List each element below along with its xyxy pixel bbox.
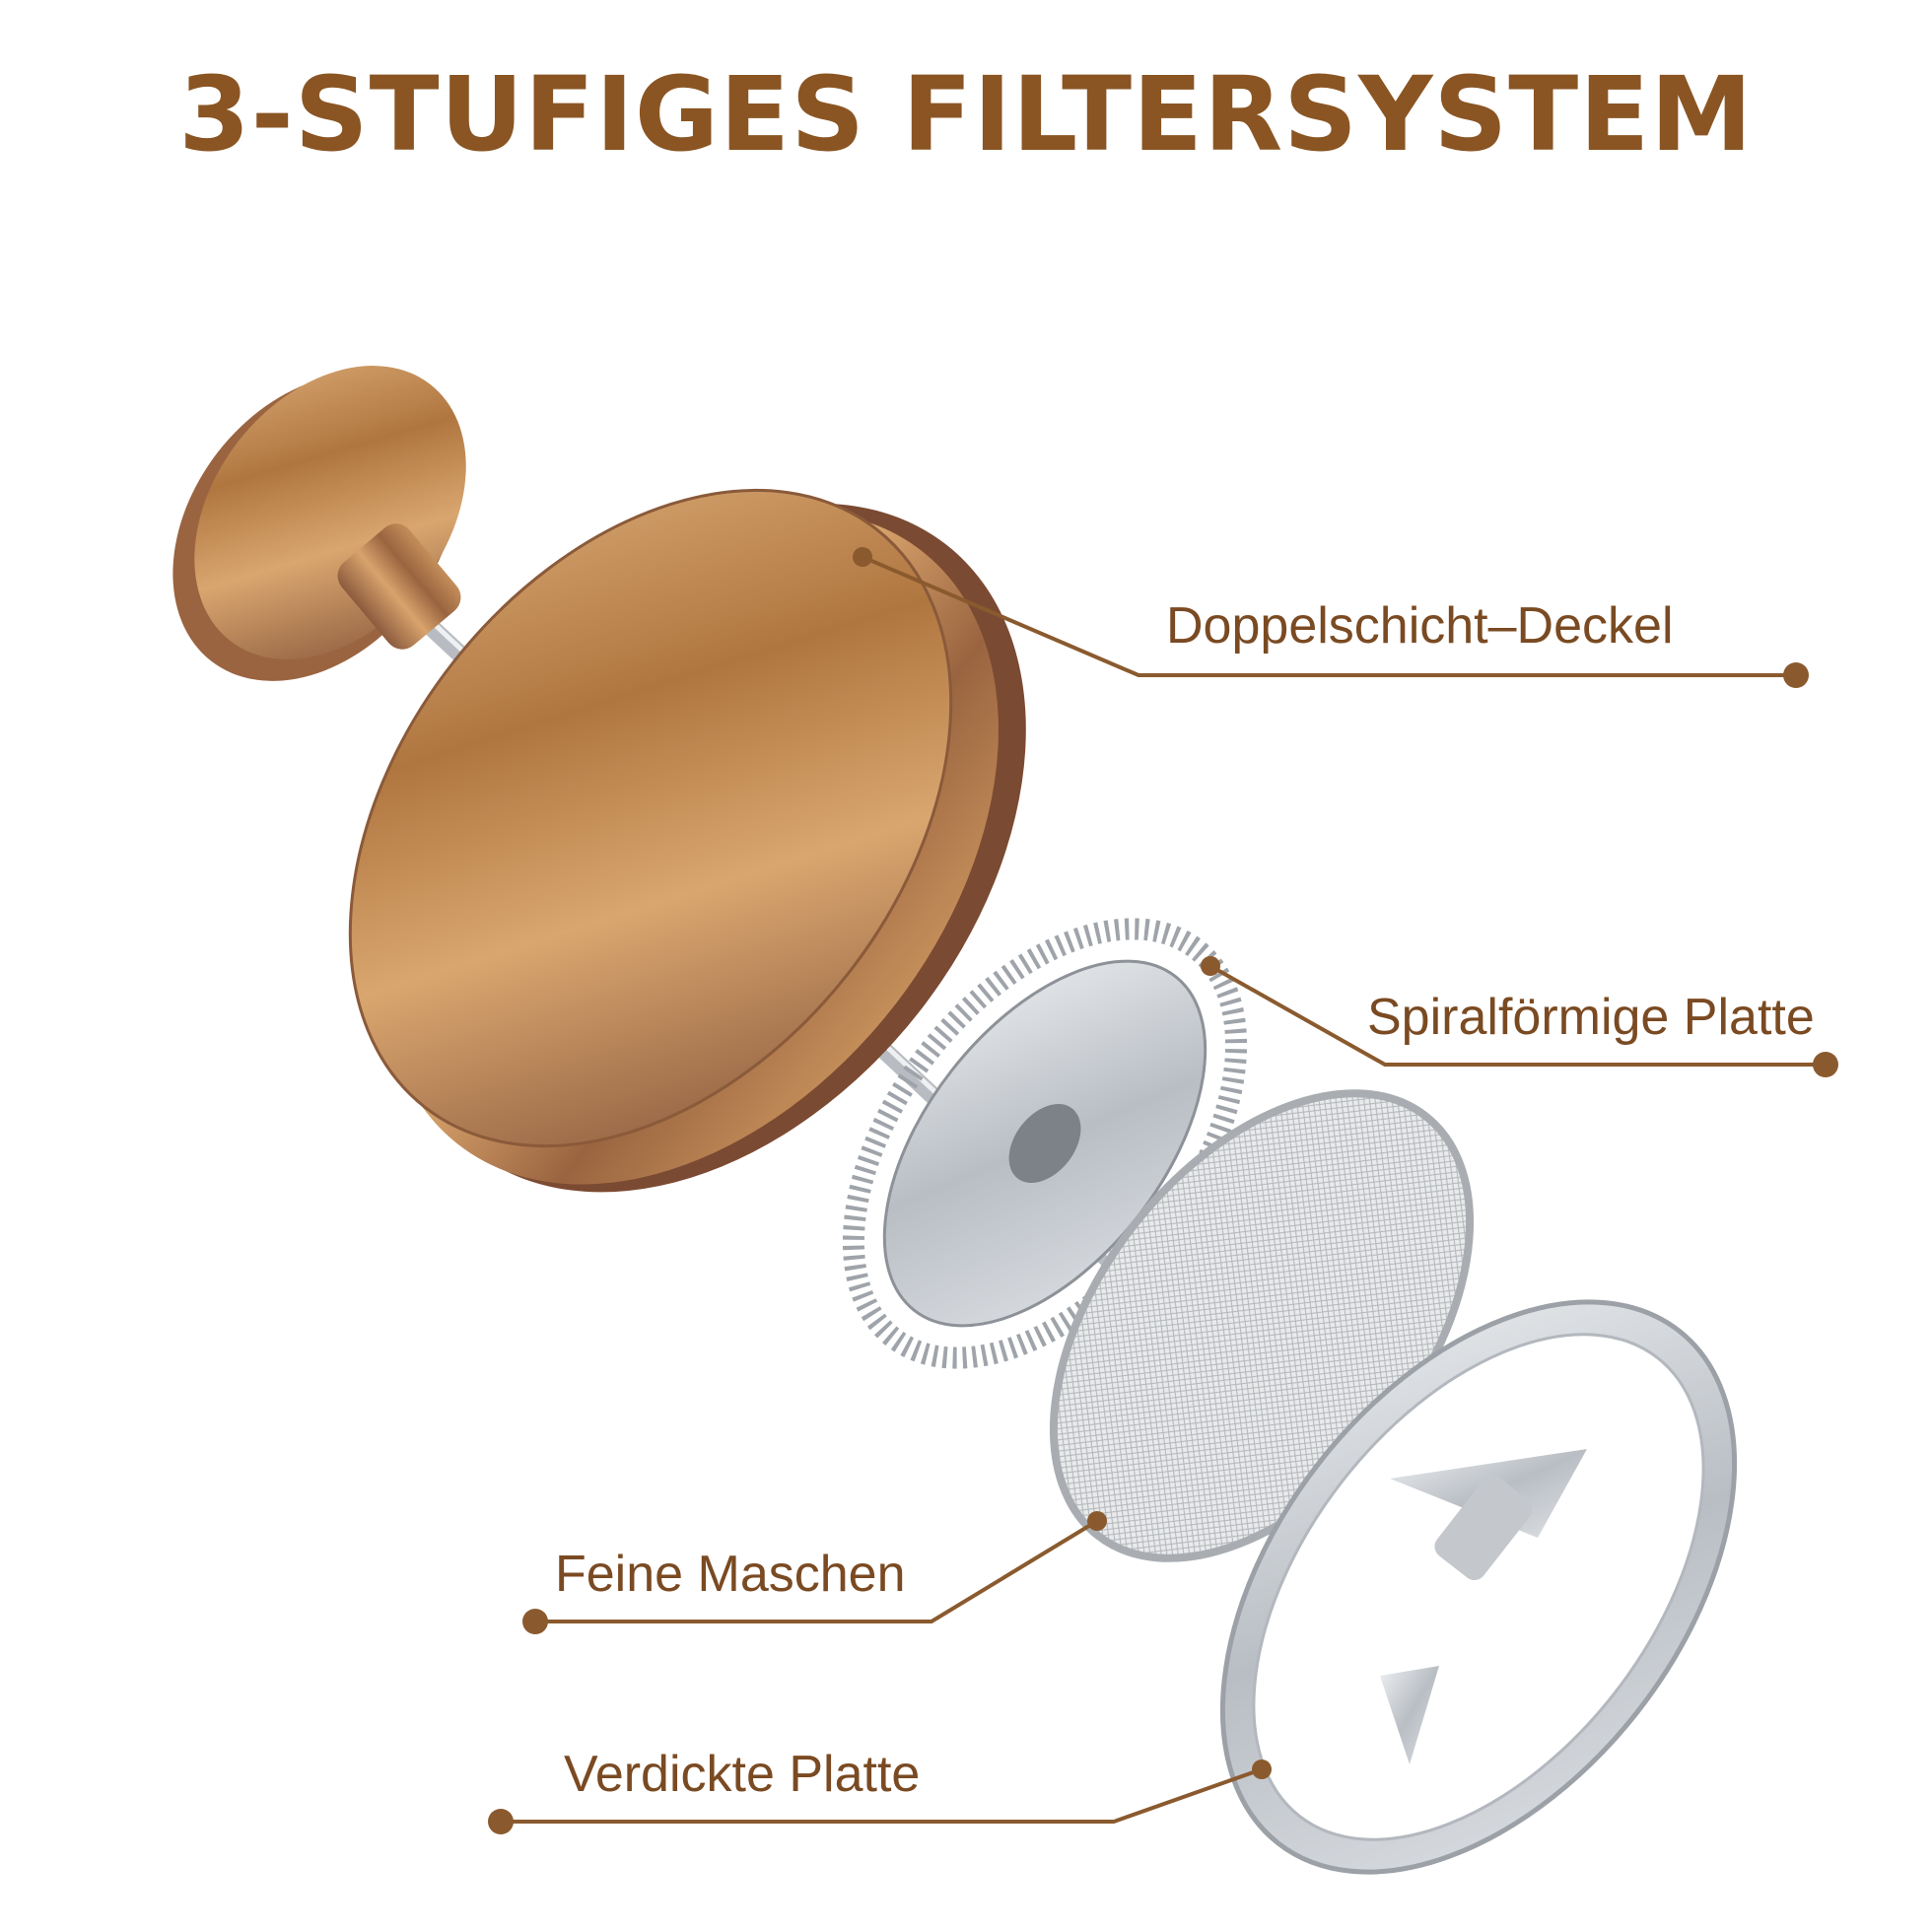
callout-dot-spiral-end (1813, 1052, 1838, 1077)
callout-dot-spiral-start (1201, 956, 1220, 976)
callout-dot-mesh-start (1087, 1511, 1107, 1531)
callout-dot-plate-start (1252, 1760, 1272, 1779)
callout-dot-lid-end (1783, 662, 1809, 688)
callout-leader-plate (503, 1767, 1263, 1824)
callout-dot-lid-start (853, 547, 872, 567)
callout-leader-spiral (1209, 964, 1824, 1067)
thickened-plate-icon (1219, 1299, 1738, 1875)
double-layer-lid-icon (348, 488, 1026, 1193)
callout-label-spiral: Spiralförmige Platte (1367, 989, 1815, 1046)
plunger-knob-icon (172, 366, 466, 681)
callout-dot-mesh-end (522, 1609, 548, 1634)
callout-label-mesh: Feine Maschen (555, 1546, 906, 1603)
callout-leader-lid (862, 555, 1794, 677)
callout-label-plate: Verdickte Platte (564, 1746, 921, 1803)
page-title: 3-STUFIGES FILTERSYSTEM (178, 54, 1754, 174)
callout-label-lid: Doppelschicht–Deckel (1166, 597, 1674, 655)
callout-dot-plate-end (488, 1809, 514, 1834)
callout-leader-mesh (537, 1519, 1099, 1623)
